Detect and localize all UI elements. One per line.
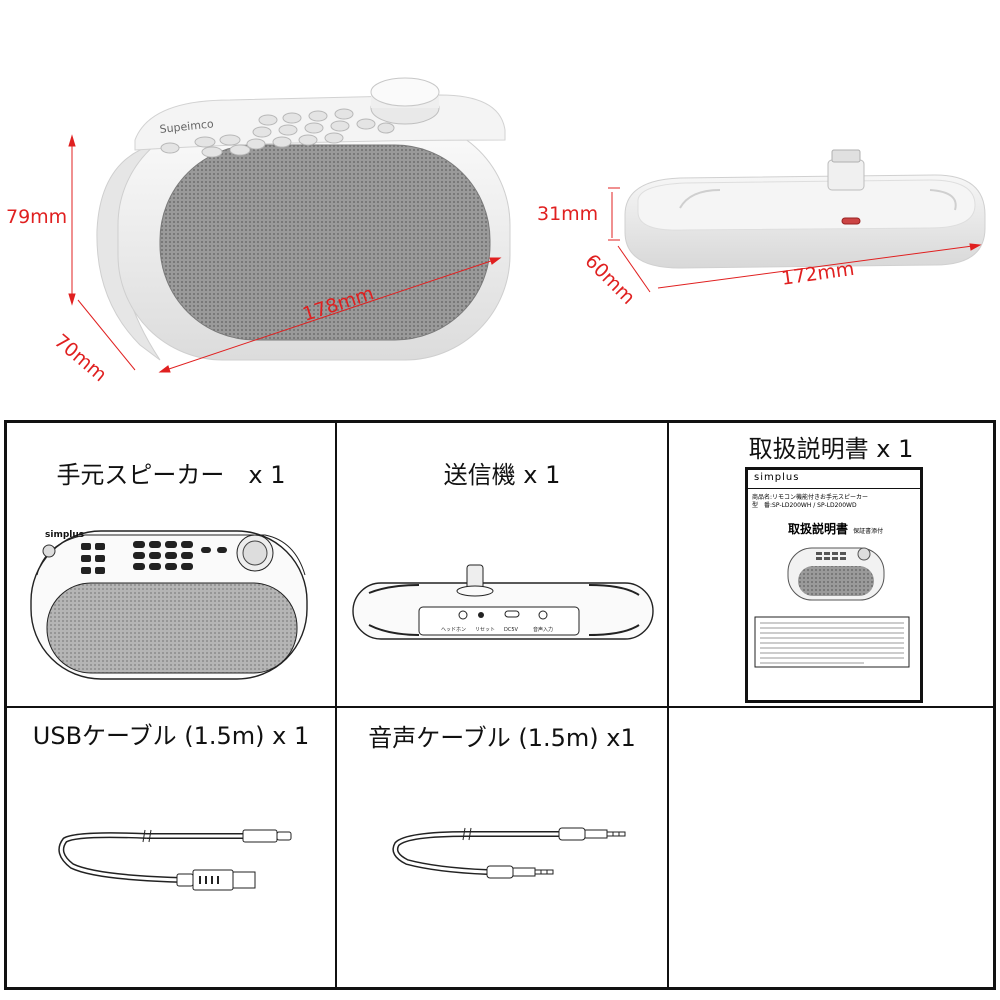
drawing-port-audio: 音声入力: [533, 626, 553, 633]
manual-notice-box: [754, 616, 910, 668]
contents-cell-transmitter: 送信機 x 1 ヘッドホン リセット DC5V 音声入力: [336, 422, 668, 707]
speaker-photo: Supeimco: [68, 77, 986, 373]
contents-cell-manual: 取扱説明書 x 1 simplus 商品名:リモコン機能付きお手元スピーカー 型…: [668, 422, 994, 707]
package-contents-table: 手元スピーカー x 1 simplus 送信機 x 1: [4, 420, 996, 990]
contents-label-speaker: 手元スピーカー x 1: [56, 461, 286, 489]
drawing-port-headphone: ヘッドホン: [441, 627, 466, 633]
transmitter-height-label: 31mm: [537, 203, 599, 225]
speaker-buttons: [160, 108, 395, 158]
speaker-line-drawing-icon: simplus: [30, 530, 308, 680]
manual-model-line: 型 番:SP-LD200WH / SP-LD200WD: [752, 502, 857, 509]
drawing-port-reset: リセット: [475, 627, 495, 633]
contents-label-usb-cable: USBケーブル (1.5m) x 1: [32, 722, 310, 750]
manual-speaker-image: [787, 547, 885, 601]
contents-cell-audio-cable: 音声ケーブル (1.5m) x1: [336, 707, 668, 988]
contents-label-audio-cable: 音声ケーブル (1.5m) x1: [368, 724, 636, 752]
drawing-port-power: DC5V: [504, 627, 519, 633]
speaker-height-label: 79mm: [6, 206, 68, 228]
manual-product-line: 商品名:リモコン機能付きお手元スピーカー: [752, 494, 869, 501]
manual-booklet-icon: simplus 商品名:リモコン機能付きお手元スピーカー 型 番:SP-LD20…: [745, 467, 923, 703]
manual-brand: simplus: [754, 472, 800, 483]
contents-label-transmitter: 送信機 x 1: [443, 461, 561, 489]
speaker-photo-brand: Supeimco: [159, 117, 215, 136]
contents-cell-speaker: 手元スピーカー x 1 simplus: [6, 422, 336, 707]
transmitter-line-drawing-icon: ヘッドホン リセット DC5V 音声入力: [352, 564, 654, 640]
audio-cable-drawing-icon: [392, 827, 626, 879]
usb-cable-drawing-icon: [58, 829, 292, 891]
contents-cell-usb-cable: USBケーブル (1.5m) x 1: [6, 707, 336, 988]
manual-title-sub: 保証書添付: [853, 528, 884, 535]
contents-label-manual: 取扱説明書 x 1: [748, 435, 914, 463]
contents-cell-empty: [668, 707, 994, 988]
manual-title: 取扱説明書: [788, 522, 849, 536]
drawing-speaker-brand: simplus: [45, 530, 84, 540]
